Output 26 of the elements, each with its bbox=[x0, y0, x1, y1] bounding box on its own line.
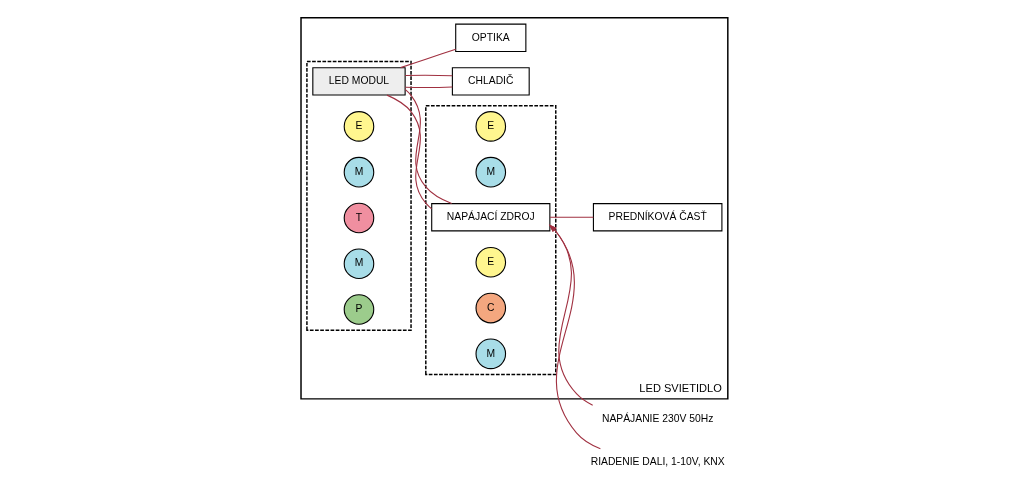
node-circle: C bbox=[474, 292, 506, 323]
node-box: LED MODUL bbox=[311, 66, 406, 96]
node-box: PREDNÍKOVÁ ČASŤ bbox=[592, 202, 722, 231]
node-circle: M bbox=[474, 156, 506, 187]
node-circle: E bbox=[474, 110, 506, 142]
node-circle: P bbox=[343, 293, 374, 325]
connector bbox=[399, 48, 456, 68]
arrow bbox=[548, 223, 601, 449]
cluster bbox=[305, 60, 412, 331]
connector bbox=[404, 88, 452, 204]
connector bbox=[549, 216, 594, 218]
node-box: OPTIKA bbox=[454, 23, 526, 52]
node-box: NAPÁJACÍ ZDROJ bbox=[430, 202, 550, 231]
node-circle: M bbox=[343, 156, 374, 187]
node-circle: E bbox=[343, 110, 374, 142]
arrow bbox=[548, 223, 593, 406]
connector bbox=[404, 74, 453, 76]
node-circle: E bbox=[474, 246, 506, 278]
node-text: RIADENIE DALI, 1-10V, KNX bbox=[590, 455, 725, 467]
connector bbox=[404, 85, 453, 88]
node-circle: T bbox=[343, 202, 374, 233]
connector bbox=[385, 94, 432, 209]
node-circle: M bbox=[343, 247, 374, 279]
node-text: NAPÁJANIE 230V 50Hz bbox=[601, 412, 713, 424]
node-circle: M bbox=[474, 338, 506, 369]
node-box: CHLADIČ bbox=[451, 66, 530, 96]
